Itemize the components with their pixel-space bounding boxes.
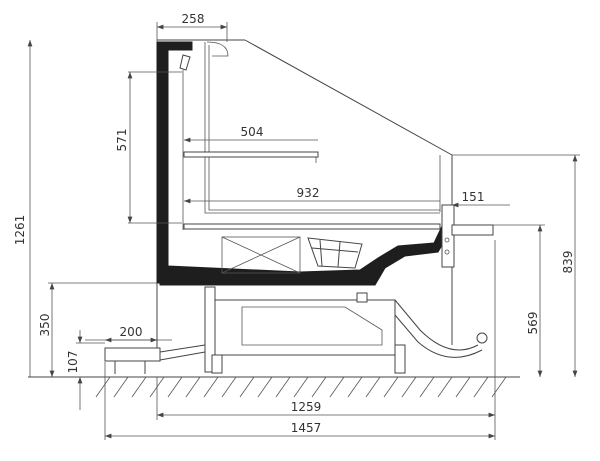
ground-hatch-line [329, 376, 345, 398]
ground-hatch-line [437, 376, 453, 398]
dim-body-depth: 1259 [291, 400, 322, 414]
ground-hatch-line [113, 376, 129, 398]
dim-step-height: 107 [66, 351, 80, 374]
ground-hatch-line [95, 376, 111, 398]
dim-glass-height: 571 [115, 129, 129, 152]
ground-hatch-line [257, 376, 273, 398]
dim-total-depth: 1457 [291, 421, 322, 435]
ground-hatch-line [401, 376, 417, 398]
ground-hatch-line [221, 376, 237, 398]
ground-hatch-line [365, 376, 381, 398]
ground-hatch-line [239, 376, 255, 398]
ground-hatch-line [383, 376, 399, 398]
dim-front-height: 839 [561, 251, 575, 274]
ground-hatch-line [275, 376, 291, 398]
dim-step-depth: 200 [120, 325, 143, 339]
ground-hatch-line [473, 376, 489, 398]
dim-front-overhang: 151 [462, 190, 485, 204]
ground-line [28, 376, 520, 398]
ground-hatch-line [419, 376, 435, 398]
dim-deck-depth: 932 [297, 186, 320, 200]
dimension-lines [27, 22, 580, 440]
ground-hatch-line [203, 376, 219, 398]
ground-hatch-line [293, 376, 309, 398]
dim-counter-height: 569 [526, 312, 540, 335]
ground-hatch-line [131, 376, 147, 398]
dim-total-height: 1261 [13, 215, 27, 246]
ground-hatch-line [347, 376, 363, 398]
ground-hatch-line [185, 376, 201, 398]
ground-hatch-line [311, 376, 327, 398]
ground-hatch-line [167, 376, 183, 398]
dim-shelf-depth: 504 [241, 125, 264, 139]
ground-hatch-line [491, 376, 507, 398]
dim-base-clearance: 350 [38, 314, 52, 337]
ground-hatch-line [455, 376, 471, 398]
cabinet [104, 39, 494, 374]
product-box [221, 236, 301, 274]
product-basket [307, 237, 363, 269]
dim-top-depth: 258 [182, 12, 205, 26]
